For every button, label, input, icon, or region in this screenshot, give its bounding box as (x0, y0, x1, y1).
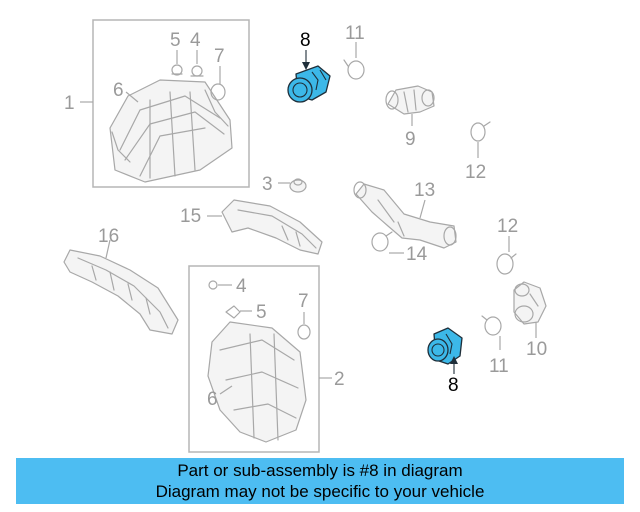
banner-line-2: Diagram may not be specific to your vehi… (155, 482, 485, 501)
callout-15: 15 (180, 206, 201, 227)
clamp-11-upper (343, 42, 365, 80)
bolt-4-lower (208, 280, 232, 290)
intake-pipe-13 (353, 181, 457, 249)
mass-air-flow-sensor-lower (427, 327, 463, 374)
callout-16: 16 (98, 226, 119, 247)
clamp-12-lower (496, 236, 517, 275)
callout-14: 14 (406, 244, 428, 265)
callout-4-lower: 4 (236, 276, 247, 297)
clamp-14 (371, 231, 404, 254)
callout-6-upper: 6 (113, 80, 124, 101)
callout-12-upper: 12 (465, 162, 486, 183)
callout-10: 10 (526, 339, 547, 360)
callout-13: 13 (414, 180, 435, 201)
callout-1: 1 (64, 93, 75, 114)
info-banner: Part or sub-assembly is #8 in diagram Di… (16, 458, 624, 504)
callout-11-lower: 11 (489, 356, 509, 377)
parts-diagram: 1 5 4 7 6 8 11 9 (63, 19, 547, 453)
air-duct-15 (207, 199, 323, 255)
grommet-7-upper (210, 66, 226, 101)
lower-air-cleaner-box (188, 265, 320, 453)
callout-12-lower: 12 (497, 216, 518, 237)
upper-air-cleaner-box (92, 19, 250, 188)
nut-4-upper (190, 50, 204, 77)
callout-5-upper: 5 (170, 30, 181, 51)
clamp-11-lower (481, 315, 502, 350)
grommet-3 (278, 178, 307, 193)
callout-2: 2 (334, 369, 345, 390)
callout-8-lower: 8 (448, 375, 459, 396)
callout-6-lower: 6 (207, 389, 218, 410)
clamp-12-upper (470, 121, 491, 158)
callout-8-upper: 8 (300, 30, 311, 51)
callout-5-lower: 5 (256, 302, 267, 323)
mass-air-flow-sensor-upper (287, 50, 331, 103)
hose-10 (513, 281, 547, 338)
callout-4-upper: 4 (190, 30, 201, 51)
hose-9 (385, 85, 435, 126)
callout-9: 9 (405, 129, 416, 150)
callout-11-upper: 11 (345, 23, 365, 44)
callout-3: 3 (262, 174, 273, 195)
callout-7-lower: 7 (298, 291, 309, 312)
grommet-7-lower (297, 312, 311, 340)
banner-line-1: Part or sub-assembly is #8 in diagram (177, 461, 463, 480)
bolt-5-upper (171, 50, 183, 76)
bolt-5-lower (225, 305, 252, 319)
callout-7-upper: 7 (214, 46, 225, 67)
inlet-duct-16 (63, 239, 179, 335)
